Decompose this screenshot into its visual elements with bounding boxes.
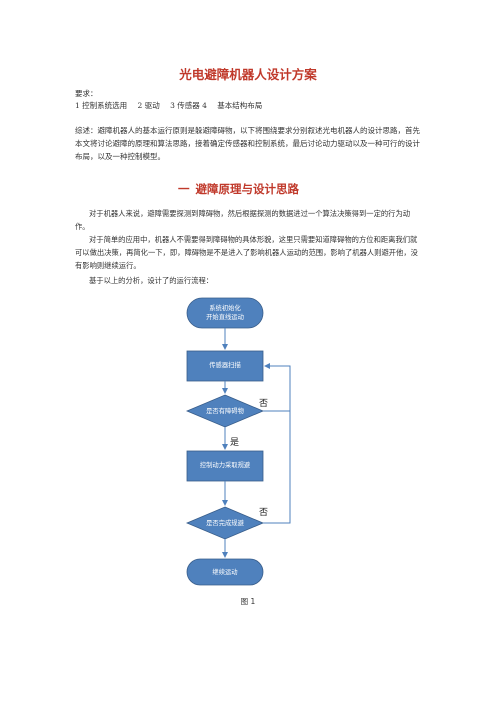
flow-branch-no-label: 否	[259, 399, 269, 409]
flow-loop-arrow	[263, 363, 291, 412]
requirement-item: 3 传感器 4	[170, 101, 207, 110]
flow-end-label: 继续运动	[212, 569, 238, 576]
requirement-item: 基本结构布局	[217, 101, 263, 110]
section-number: 一	[178, 182, 190, 196]
body-paragraph: 对于机器人来说，避障需要探测到障碍物，然后根据探测的数据进过一个算法决策得到一定…	[75, 209, 411, 231]
flow-action-shape	[186, 450, 264, 482]
flow-decision1-label: 是否有障碍物	[206, 408, 244, 415]
section-title: 避障原理与设计思路	[195, 182, 300, 196]
section-heading: 一避障原理与设计思路	[178, 181, 299, 197]
flow-scan-label: 传感器扫描	[209, 362, 241, 369]
requirements-list: 1 控制系统选用 2 驱动 3 传感器 4 基本结构布局	[75, 100, 270, 111]
flow-action-label: 控制动力采取规避	[199, 462, 251, 469]
flowchart: 系统初始化 开始直线运动 传感器扫描 是否有障碍物 控制动力采取规避 是否完成规…	[170, 295, 320, 595]
flow-scan-shape	[186, 350, 264, 382]
requirements-label: 要求：	[75, 89, 98, 98]
summary-paragraph: 综述：避障机器人的基本运行原则是躲避障碍物，以下将围绕要求分别叙述光电机器人的设…	[75, 126, 420, 161]
flow-branch-yes-label: 是	[230, 438, 240, 448]
flow-decision2-label: 是否完成规避	[206, 520, 244, 527]
flow-start-label: 系统初始化 开始直线运动	[206, 305, 244, 321]
figure-caption: 图 1	[240, 597, 256, 606]
flow-end-shape	[186, 558, 264, 586]
flow-branch-no-label: 否	[259, 508, 269, 518]
body-paragraph: 对于简单的应用中，机器人不需要得到障碍物的具体形貌，这里只需要知道障碍物的方位和…	[75, 235, 418, 270]
requirement-item: 2 驱动	[137, 101, 160, 110]
body-paragraph: 基于以上的分析，设计了的运行流程：	[89, 276, 214, 285]
flowchart-graphics	[185, 297, 291, 586]
flow-loop-arrow	[263, 411, 291, 524]
requirement-item: 1 控制系统选用	[75, 101, 128, 110]
document-title: 光电避障机器人设计方案	[179, 67, 317, 82]
